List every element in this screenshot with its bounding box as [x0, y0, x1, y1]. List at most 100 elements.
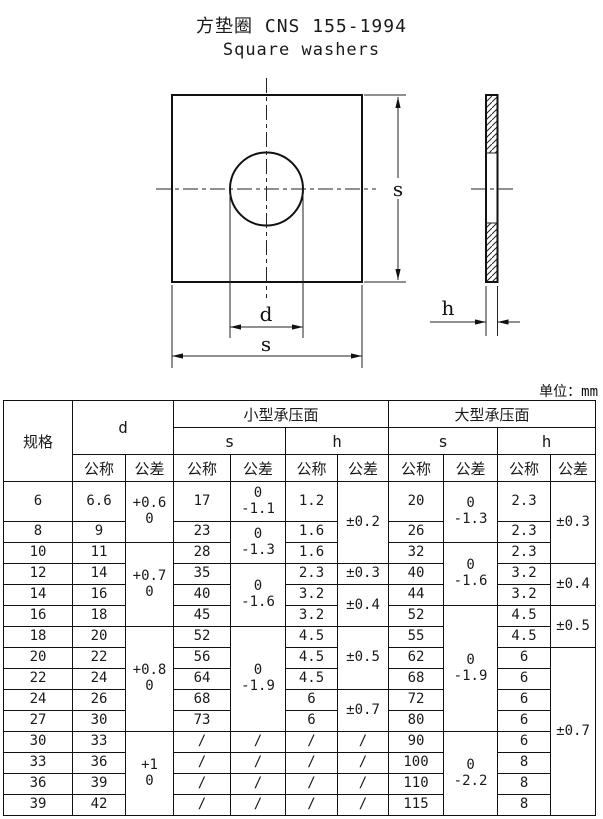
col-header-nominal: 公称: [72, 454, 126, 482]
col-header-large-h: h: [497, 427, 597, 455]
table-cell: 45: [173, 605, 232, 627]
table-cell: 0 -1.1: [230, 481, 287, 522]
dimension-label-s-bottom: s: [261, 332, 271, 356]
table-cell: /: [173, 794, 232, 816]
table-cell: 28: [173, 542, 232, 564]
table-cell: 0 -1.9: [443, 605, 499, 732]
table-cell: 62: [388, 647, 445, 669]
table-cell: /: [230, 773, 287, 795]
table-cell: /: [173, 773, 232, 795]
page-title: 方垫圈 CNS 155-1994: [196, 16, 407, 37]
spec-table: 规格 d 小型承压面 大型承压面 s h s h 公称 公差 公称 公差 公称 …: [3, 400, 597, 816]
table-cell: +0.7 0: [124, 542, 175, 627]
header-row-2: s h s h: [4, 427, 597, 455]
table-cell: /: [337, 773, 390, 795]
table-cell: ±0.3: [337, 563, 390, 585]
table-cell: 68: [388, 668, 445, 690]
table-cell: 6: [497, 731, 552, 753]
table-cell: 16: [3, 605, 73, 627]
table-cell: 73: [173, 710, 232, 732]
table-cell: 20: [3, 647, 73, 669]
table-cell: /: [230, 752, 287, 774]
table-cell: 39: [3, 794, 73, 816]
table-cell: 0 -1.6: [443, 542, 499, 606]
table-cell: 36: [3, 773, 73, 795]
table-cell: 22: [72, 647, 126, 669]
table-cell: ±0.7: [550, 647, 597, 816]
col-header-nominal: 公称: [173, 454, 232, 482]
table-cell: 30: [3, 731, 73, 753]
table-cell: 26: [72, 689, 126, 711]
col-header-small-face: 小型承压面: [173, 400, 390, 428]
col-header-large-face: 大型承压面: [388, 400, 597, 428]
table-cell: 39: [72, 773, 126, 795]
col-header-tolerance: 公差: [443, 454, 499, 482]
table-cell: +1 0: [124, 731, 175, 816]
dimension-label-h: h: [442, 296, 455, 320]
table-cell: 42: [72, 794, 126, 816]
table-cell: 68: [173, 689, 232, 711]
table-cell: 2.3: [497, 542, 552, 564]
table-cell: 2.3: [497, 521, 552, 543]
col-header-large-s: s: [388, 427, 499, 455]
table-cell: 6: [497, 710, 552, 732]
table-cell: 36: [72, 752, 126, 774]
col-header-tolerance: 公差: [124, 454, 175, 482]
table-cell: 40: [173, 584, 232, 606]
label-backing: [389, 178, 407, 199]
table-cell: 11: [72, 542, 126, 564]
table-cell: /: [230, 794, 287, 816]
table-cell: 0 -1.6: [230, 563, 287, 627]
table-cell: 2.3: [497, 481, 552, 522]
table-cell: 27: [3, 710, 73, 732]
table-cell: 115: [388, 794, 445, 816]
table-cell: 8: [497, 794, 552, 816]
table-cell: 3.2: [497, 584, 552, 606]
table-cell: /: [285, 731, 339, 753]
table-cell: 9: [72, 521, 126, 543]
table-cell: 12: [3, 563, 73, 585]
table-cell: 1.6: [285, 521, 339, 543]
table-cell: /: [230, 731, 287, 753]
table-cell: 0 -1.3: [230, 521, 287, 564]
table-cell: +0.6 0: [124, 481, 175, 543]
table-cell: 40: [388, 563, 445, 585]
table-cell: 4.5: [497, 626, 552, 648]
table-cell: 90: [388, 731, 445, 753]
col-header-small-s: s: [173, 427, 287, 455]
table-cell: ±0.2: [337, 481, 390, 564]
table-cell: 14: [3, 584, 73, 606]
table-cell: 2.3: [285, 563, 339, 585]
table-cell: 64: [173, 668, 232, 690]
table-cell: 8: [497, 752, 552, 774]
col-header-nominal: 公称: [285, 454, 339, 482]
table-cell: 3.2: [285, 584, 339, 606]
table-cell: ±0.7: [337, 689, 390, 732]
table-cell: 52: [173, 626, 232, 648]
table-cell: 14: [72, 563, 126, 585]
table-cell: 4.5: [285, 647, 339, 669]
table-cell: 100: [388, 752, 445, 774]
section-hatch-bottom: [486, 223, 498, 282]
table-cell: /: [173, 731, 232, 753]
dimension-label-s-right: s: [393, 177, 403, 201]
header-row-3: 公称 公差 公称 公差 公称 公差 公称 公差 公称 公差: [4, 454, 597, 482]
table-cell: 8: [3, 521, 73, 543]
col-header-small-h: h: [285, 427, 390, 455]
table-cell: 72: [388, 689, 445, 711]
table-cell: ±0.5: [550, 605, 597, 648]
table-cell: 44: [388, 584, 445, 606]
table-cell: 3.2: [285, 605, 339, 627]
table-cell: 52: [388, 605, 445, 627]
table-cell: /: [285, 752, 339, 774]
table-cell: ±0.3: [550, 481, 597, 564]
table-cell: 56: [173, 647, 232, 669]
table-cell: ±0.4: [550, 563, 597, 606]
dimension-label-d: d: [260, 302, 273, 326]
